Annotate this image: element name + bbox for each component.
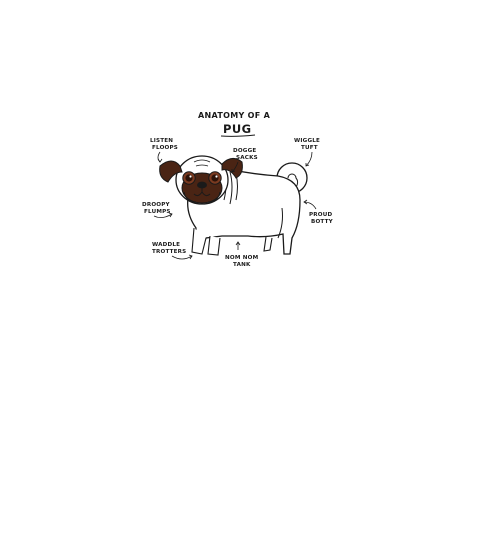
pug-anatomy-illustration: ANATOMY OF A PUG: [132, 88, 342, 288]
label-belly-line1: NOM NOM: [225, 255, 259, 261]
pug-diagram-svg: ANATOMY OF A PUG: [142, 111, 334, 268]
title-underline: [220, 134, 256, 137]
left-ear: [159, 160, 183, 183]
label-tail-line1: WIGGLE: [294, 138, 320, 144]
label-bottom-line1: PROUD: [309, 212, 333, 218]
front-leg-far: [191, 227, 207, 255]
label-neck-line1: DOGGE: [233, 148, 256, 154]
label-jowls: DROOPY FLUMPS: [142, 202, 173, 218]
nose: [197, 181, 207, 189]
label-belly: NOM NOM TANK: [225, 241, 259, 268]
title-line-1: ANATOMY OF A: [198, 111, 271, 120]
label-bottom-line2: BOTTY: [311, 219, 334, 225]
label-ears-line1: LISTEN: [150, 138, 173, 144]
label-jowls-line1: DROOPY: [142, 202, 171, 208]
back-leg-near: [263, 236, 273, 252]
pug-head: [159, 155, 243, 205]
back-leg-line: [277, 207, 283, 239]
label-ears: LISTEN FLOOPS: [150, 138, 178, 163]
label-feet-line1: WADDLE: [152, 242, 180, 248]
label-neck: DOGGE SACKS: [231, 148, 258, 173]
label-feet: WADDLE TROTTERS: [152, 242, 193, 260]
label-feet-line2: TROTTERS: [152, 249, 186, 255]
label-belly-line2: TANK: [233, 262, 251, 268]
front-leg-near: [207, 235, 221, 256]
label-ears-line2: FLOOPS: [152, 145, 178, 151]
label-tail-line2: TUFT: [301, 145, 318, 151]
label-tail: WIGGLE TUFT: [294, 138, 320, 167]
label-bottom: PROUD BOTTY: [303, 199, 334, 225]
title-line-2: PUG: [223, 122, 251, 136]
label-jowls-line2: FLUMPS: [144, 209, 171, 215]
label-neck-line2: SACKS: [236, 155, 258, 161]
